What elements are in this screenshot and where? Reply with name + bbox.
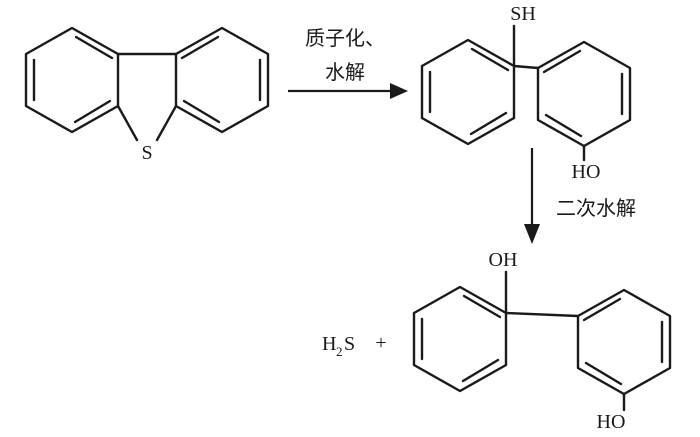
- intermediate-structure: SH HO: [420, 3, 632, 183]
- h2s-h: H: [322, 333, 336, 355]
- dibenzothiophene-left-ring: [24, 26, 120, 134]
- thiophene-ring-bonds: [116, 52, 178, 142]
- biphenol-left-ring: [412, 285, 508, 393]
- step1-condition-line1: 质子化、: [305, 26, 385, 50]
- intermediate-left-ring: [420, 38, 516, 146]
- thiol-group-label: SH: [510, 3, 536, 25]
- step2-arrowhead: [524, 224, 540, 244]
- intermediate-right-ring: [536, 40, 632, 148]
- biphenol-right-ring: [576, 288, 672, 396]
- step2-arrow: [524, 148, 540, 244]
- biphenol-biaryl-bond: [504, 311, 580, 318]
- plus-sign: +: [375, 332, 386, 354]
- h2s-s: S: [344, 333, 355, 355]
- hydrogen-sulfide-formula: H 2 S: [322, 333, 355, 359]
- h2s-subscript: 2: [336, 344, 343, 359]
- biphenol-bottom-hydroxyl-label: HO: [597, 411, 626, 433]
- sulfur-atom-label: S: [141, 142, 152, 164]
- hydroxyl-group-label: HO: [572, 161, 601, 183]
- step1-arrow: [288, 83, 408, 99]
- biphenol-structure: OH HO: [412, 249, 672, 433]
- step2-condition: 二次水解: [556, 196, 636, 220]
- dibenzothiophene-structure: S: [24, 26, 270, 164]
- step1-condition-line2: 水解: [325, 60, 365, 84]
- step1-arrowhead: [390, 83, 408, 99]
- dibenzothiophene-right-ring: [174, 26, 270, 134]
- biphenol-top-hydroxyl-label: OH: [489, 249, 518, 271]
- intermediate-biaryl-bond: [512, 64, 540, 70]
